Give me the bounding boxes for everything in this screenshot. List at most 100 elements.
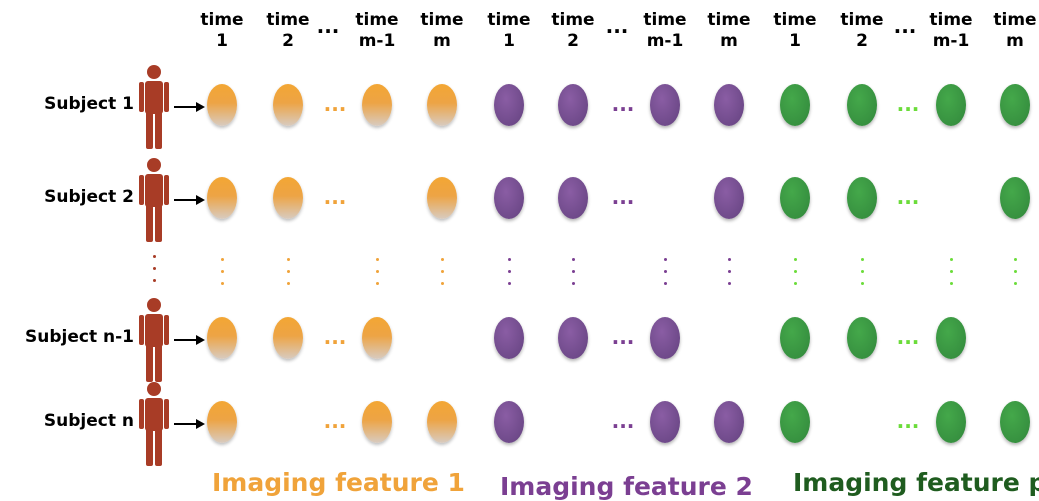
vertical-ellipsis (664, 258, 670, 294)
row-ellipsis: ... (896, 92, 920, 116)
image-scan-oval (936, 317, 966, 359)
person-icon (139, 64, 169, 154)
time-header-index: 2 (567, 31, 579, 51)
time-header-word: time (840, 10, 884, 30)
subject-label: Subject n-1 (25, 327, 134, 347)
vertical-ellipsis (376, 258, 382, 294)
row-ellipsis: ... (896, 325, 920, 349)
time-header-word: time (420, 10, 464, 30)
subject-label: Subject 2 (44, 187, 134, 207)
row-ellipsis: ... (323, 409, 347, 433)
time-header-word: time (355, 10, 399, 30)
time-header-word: time (487, 10, 531, 30)
time-header-index: 2 (282, 31, 294, 51)
time-header-index: m (720, 31, 738, 51)
image-scan-oval (273, 317, 303, 359)
image-scan-oval (558, 317, 588, 359)
time-header-word: time (266, 10, 310, 30)
row-ellipsis: ... (323, 92, 347, 116)
image-scan-oval (207, 84, 237, 126)
image-scan-oval (494, 177, 524, 219)
time-header-index: 1 (503, 31, 515, 51)
image-scan-oval (780, 84, 810, 126)
image-scan-oval (780, 317, 810, 359)
arrow-right-icon (174, 191, 206, 210)
image-scan-oval (714, 401, 744, 443)
vertical-ellipsis (950, 258, 956, 294)
time-header-word: time (707, 10, 751, 30)
row-ellipsis: ... (323, 325, 347, 349)
row-ellipsis: ... (323, 185, 347, 209)
image-scan-oval (494, 401, 524, 443)
row-ellipsis: ... (611, 92, 635, 116)
header-ellipsis: ... (605, 14, 629, 38)
vertical-ellipsis (441, 258, 447, 294)
image-scan-oval (1000, 401, 1030, 443)
vertical-ellipsis (728, 258, 734, 294)
arrow-right-icon (174, 415, 206, 434)
image-scan-oval (780, 177, 810, 219)
image-scan-oval (494, 84, 524, 126)
row-ellipsis: ... (896, 409, 920, 433)
image-scan-oval (847, 84, 877, 126)
image-scan-oval (207, 401, 237, 443)
vertical-ellipsis (1014, 258, 1020, 294)
time-header-word: time (993, 10, 1037, 30)
person-icon (139, 381, 169, 471)
image-scan-oval (936, 84, 966, 126)
person-icon (139, 157, 169, 247)
vertical-ellipsis (508, 258, 514, 294)
time-header-word: time (200, 10, 244, 30)
image-scan-oval (650, 401, 680, 443)
image-scan-oval (362, 317, 392, 359)
time-header-word: time (773, 10, 817, 30)
image-scan-oval (207, 177, 237, 219)
feature-label: Imaging feature 2 (500, 472, 753, 501)
image-scan-oval (494, 317, 524, 359)
time-header-index: 2 (856, 31, 868, 51)
feature-label: Imaging feature p (793, 468, 1039, 497)
image-scan-oval (273, 84, 303, 126)
image-scan-oval (362, 401, 392, 443)
time-header-word: time (643, 10, 687, 30)
header-ellipsis: ... (316, 14, 340, 38)
image-scan-oval (273, 177, 303, 219)
image-scan-oval (650, 317, 680, 359)
time-header-word: time (929, 10, 973, 30)
image-scan-oval (714, 84, 744, 126)
image-scan-oval (780, 401, 810, 443)
image-scan-oval (847, 177, 877, 219)
time-header-index: m (433, 31, 451, 51)
image-scan-oval (427, 84, 457, 126)
row-ellipsis: ... (611, 185, 635, 209)
image-scan-oval (427, 177, 457, 219)
image-scan-oval (650, 84, 680, 126)
time-header-word: time (551, 10, 595, 30)
image-scan-oval (207, 317, 237, 359)
image-scan-oval (362, 84, 392, 126)
time-header-index: m-1 (358, 31, 396, 51)
header-ellipsis: ... (893, 14, 917, 38)
time-header-index: m-1 (646, 31, 684, 51)
image-scan-oval (1000, 177, 1030, 219)
vertical-ellipsis (572, 258, 578, 294)
image-scan-oval (847, 317, 877, 359)
vertical-ellipsis (287, 258, 293, 294)
image-scan-oval (558, 84, 588, 126)
subject-label: Subject 1 (44, 94, 134, 114)
image-scan-oval (714, 177, 744, 219)
row-ellipsis: ... (896, 185, 920, 209)
time-header-index: 1 (216, 31, 228, 51)
subject-label: Subject n (43, 411, 134, 431)
row-ellipsis: ... (611, 325, 635, 349)
